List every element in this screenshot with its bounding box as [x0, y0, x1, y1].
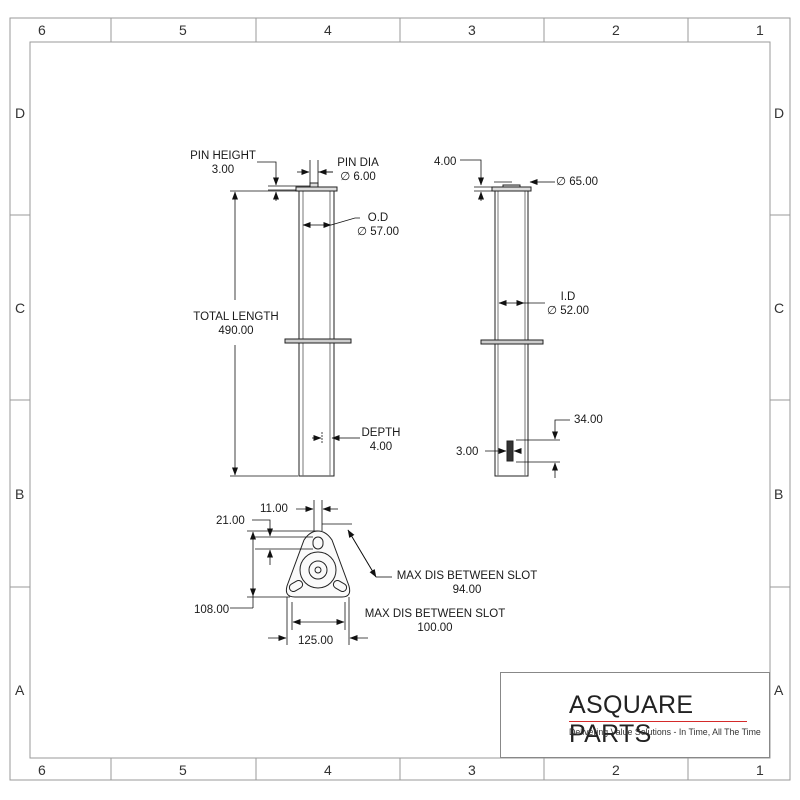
max-slot-label-1: MAX DIS BETWEEN SLOT: [396, 570, 538, 582]
company-underline: [569, 721, 747, 722]
zone-col-6-top: 6: [38, 22, 46, 38]
max-slot-label-2: MAX DIS BETWEEN SLOT: [364, 608, 506, 620]
zone-col-2-bottom: 2: [612, 762, 620, 778]
pin-dim-value: 11.00: [260, 503, 288, 515]
side-flange: [480, 339, 544, 345]
side-tube: [494, 190, 529, 477]
od-label: O.D: [367, 212, 389, 224]
zone-col-1-bottom: 1: [756, 762, 764, 778]
pin-height-label: PIN HEIGHT: [190, 150, 256, 162]
slot: [506, 440, 514, 462]
side-view: [480, 184, 544, 477]
front-dims: [230, 160, 360, 477]
side-dims: [460, 159, 570, 478]
max-slot-dimension-1: MAX DIS BETWEEN SLOT 94.00: [392, 569, 542, 597]
slot-width-value: 3.00: [456, 446, 479, 458]
id-label: I.D: [560, 291, 576, 303]
depth-label: DEPTH: [361, 427, 401, 439]
zone-col-4-bottom: 4: [324, 762, 332, 778]
pin-dia-dimension: PIN DIA ∅ 6.00: [330, 156, 386, 184]
front-view: [284, 182, 352, 477]
front-flange: [284, 338, 352, 344]
slot-dim-value: 21.00: [216, 515, 245, 527]
zone-col-3-bottom: 3: [468, 762, 476, 778]
zone-col-4-top: 4: [324, 22, 332, 38]
sheet-border: [9, 17, 791, 781]
pin-height-value: 3.00: [211, 164, 235, 176]
height-dim-value: 108.00: [194, 604, 230, 616]
max-slot-dimension-2: MAX DIS BETWEEN SLOT 100.00: [360, 607, 510, 635]
zone-col-1-top: 1: [756, 22, 764, 38]
depth-dimension: DEPTH 4.00: [355, 426, 407, 454]
title-block: ASQUARE PARTS Delivering Value Solutions…: [500, 672, 770, 758]
pin-hole: [314, 566, 322, 574]
front-tube: [298, 190, 335, 477]
zone-row-b-right: B: [774, 486, 784, 502]
depth-value: 4.00: [369, 441, 393, 453]
od-dimension: O.D ∅ 57.00: [350, 211, 406, 239]
pin-dia-label: PIN DIA: [337, 157, 379, 169]
zone-row-b-left: B: [15, 486, 25, 502]
pin-dia-value: ∅ 6.00: [340, 171, 376, 183]
triangular-base: [285, 530, 351, 598]
width-dim-value: 125.00: [298, 635, 334, 647]
zone-row-d-left: D: [15, 105, 26, 121]
pin: [309, 182, 319, 188]
total-length-dimension: TOTAL LENGTH 490.00: [186, 310, 286, 338]
zone-col-3-top: 3: [468, 22, 476, 38]
zone-col-5-bottom: 5: [179, 762, 187, 778]
cap-dia-value: ∅ 65.00: [556, 176, 598, 188]
company-tagline: Delivering Value Solutions - In Time, Al…: [569, 727, 761, 737]
zone-row-c-right: C: [774, 300, 785, 316]
max-slot-value-1: 94.00: [452, 584, 482, 596]
zone-dividers: [10, 18, 790, 780]
bottom-dims: [230, 500, 392, 645]
id-dimension: I.D ∅ 52.00: [540, 290, 596, 318]
zone-row-a-right: A: [774, 682, 784, 698]
id-value: ∅ 52.00: [547, 305, 589, 317]
zone-row-c-left: C: [15, 300, 26, 316]
zone-col-6-bottom: 6: [38, 762, 46, 778]
top-thickness-value: 4.00: [434, 156, 457, 168]
side-cap: [491, 186, 532, 192]
zone-row-a-left: A: [15, 682, 25, 698]
slot-offset-value: 34.00: [574, 414, 603, 426]
tube-outer: [299, 551, 337, 589]
zone-row-d-right: D: [774, 105, 785, 121]
pin-height-dimension: PIN HEIGHT 3.00: [188, 149, 258, 177]
front-cap: [295, 186, 338, 192]
total-length-label: TOTAL LENGTH: [193, 311, 279, 323]
total-length-value: 490.00: [218, 325, 254, 337]
od-value: ∅ 57.00: [357, 226, 399, 238]
company-name: ASQUARE PARTS: [569, 691, 694, 748]
tube-inner: [308, 560, 328, 580]
bottom-view: [285, 530, 351, 598]
max-slot-value-2: 100.00: [417, 622, 453, 634]
zone-col-5-top: 5: [179, 22, 187, 38]
zone-col-2-top: 2: [612, 22, 620, 38]
